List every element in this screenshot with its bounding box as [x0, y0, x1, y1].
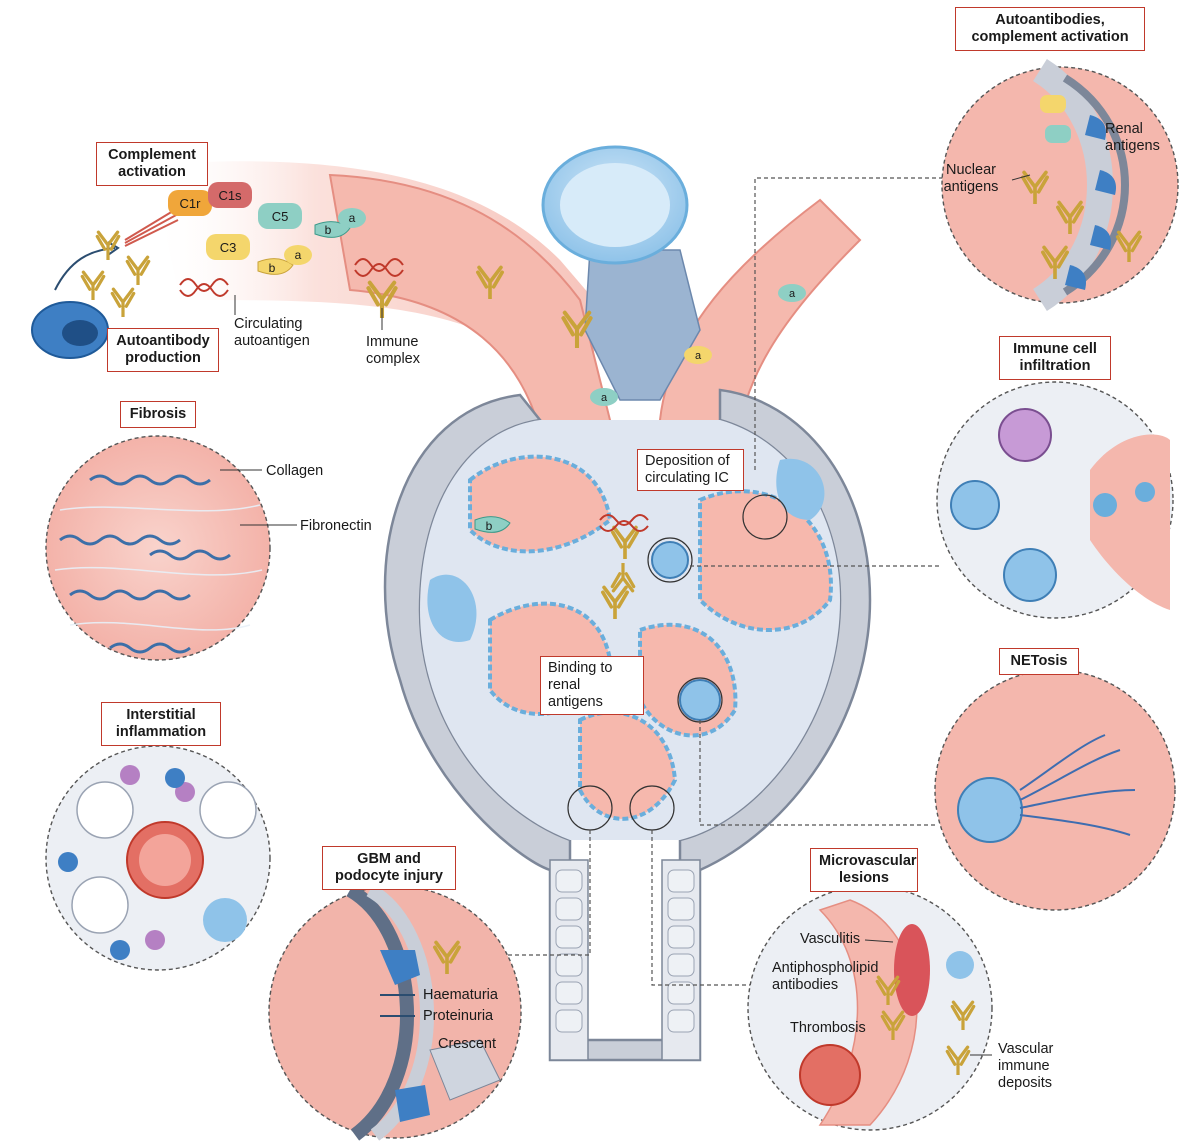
label-autoantibodies-complement: Autoantibodies, complement activation	[955, 7, 1145, 51]
label-vasculitis: Vasculitis	[800, 931, 861, 947]
label-proteinuria: Proteinuria	[423, 1008, 494, 1024]
label-haematuria: Haematuria	[423, 987, 498, 1003]
label-thrombosis: Thrombosis	[790, 1020, 866, 1036]
label-microvascular-lesions: Microvascular lesions	[810, 848, 918, 892]
label-nuclear-antigens: Nuclear antigens	[943, 162, 999, 195]
tag-a-4: a	[695, 350, 702, 362]
tag-b-1: b	[325, 223, 332, 237]
label-antiphospholipid: Antiphospholipid antibodies	[772, 960, 879, 993]
complement-scene	[31, 182, 806, 533]
connector-lines	[500, 177, 950, 986]
label-crescent: Crescent	[438, 1036, 497, 1052]
tag-a-2: a	[295, 248, 302, 262]
label-autoantibody-production: Autoantibody production	[107, 328, 219, 372]
zoom-marker-upper-right	[742, 494, 788, 540]
tag-a-5: a	[601, 392, 608, 404]
label-complement-activation: Complement activation	[96, 142, 208, 186]
tag-b-3: b	[486, 519, 493, 533]
tag-a-3: a	[789, 288, 796, 300]
label-renal-antigens: Renal antigens	[1105, 121, 1160, 154]
label-collagen: Collagen	[266, 463, 324, 479]
nephron-illustration	[150, 145, 872, 1062]
proximal-tubule	[549, 859, 701, 1061]
label-interstitial-inflammation: Interstitial inflammation	[101, 702, 221, 746]
fibrosis-panel	[45, 435, 297, 661]
label-circulating-autoantigen: Circulating autoantigen	[234, 316, 310, 349]
tag-c1s: C1s	[218, 188, 242, 203]
microvascular-panel	[747, 885, 993, 1131]
gbm-podocyte-panel	[268, 883, 522, 1141]
label-immune-complex: Immune complex	[366, 334, 420, 367]
label-fibrosis: Fibrosis	[120, 401, 196, 428]
tag-c1r: C1r	[180, 196, 202, 211]
tag-c5: C5	[272, 209, 289, 224]
label-binding: Binding to renal antigens	[540, 656, 644, 715]
netosis-panel	[934, 669, 1176, 911]
interstitial-inflammation-panel	[45, 745, 271, 971]
label-gbm-podocyte: GBM and podocyte injury	[322, 846, 456, 890]
zoom-marker-immune	[647, 537, 693, 583]
immune-cell-infiltration-panel	[936, 381, 1174, 619]
tag-a-1: a	[349, 211, 356, 225]
autoantibody-complement-panel	[941, 58, 1179, 312]
label-vascular-deposits: Vascular immune deposits	[998, 1041, 1054, 1091]
label-netosis: NETosis	[999, 648, 1079, 675]
tag-b-2: b	[269, 261, 276, 275]
label-immune-cell-infiltration: Immune cell infiltration	[999, 336, 1111, 380]
tag-c3: C3	[220, 240, 237, 255]
label-deposition: Deposition of circulating IC	[637, 449, 744, 491]
label-fibronectin: Fibronectin	[300, 518, 372, 534]
